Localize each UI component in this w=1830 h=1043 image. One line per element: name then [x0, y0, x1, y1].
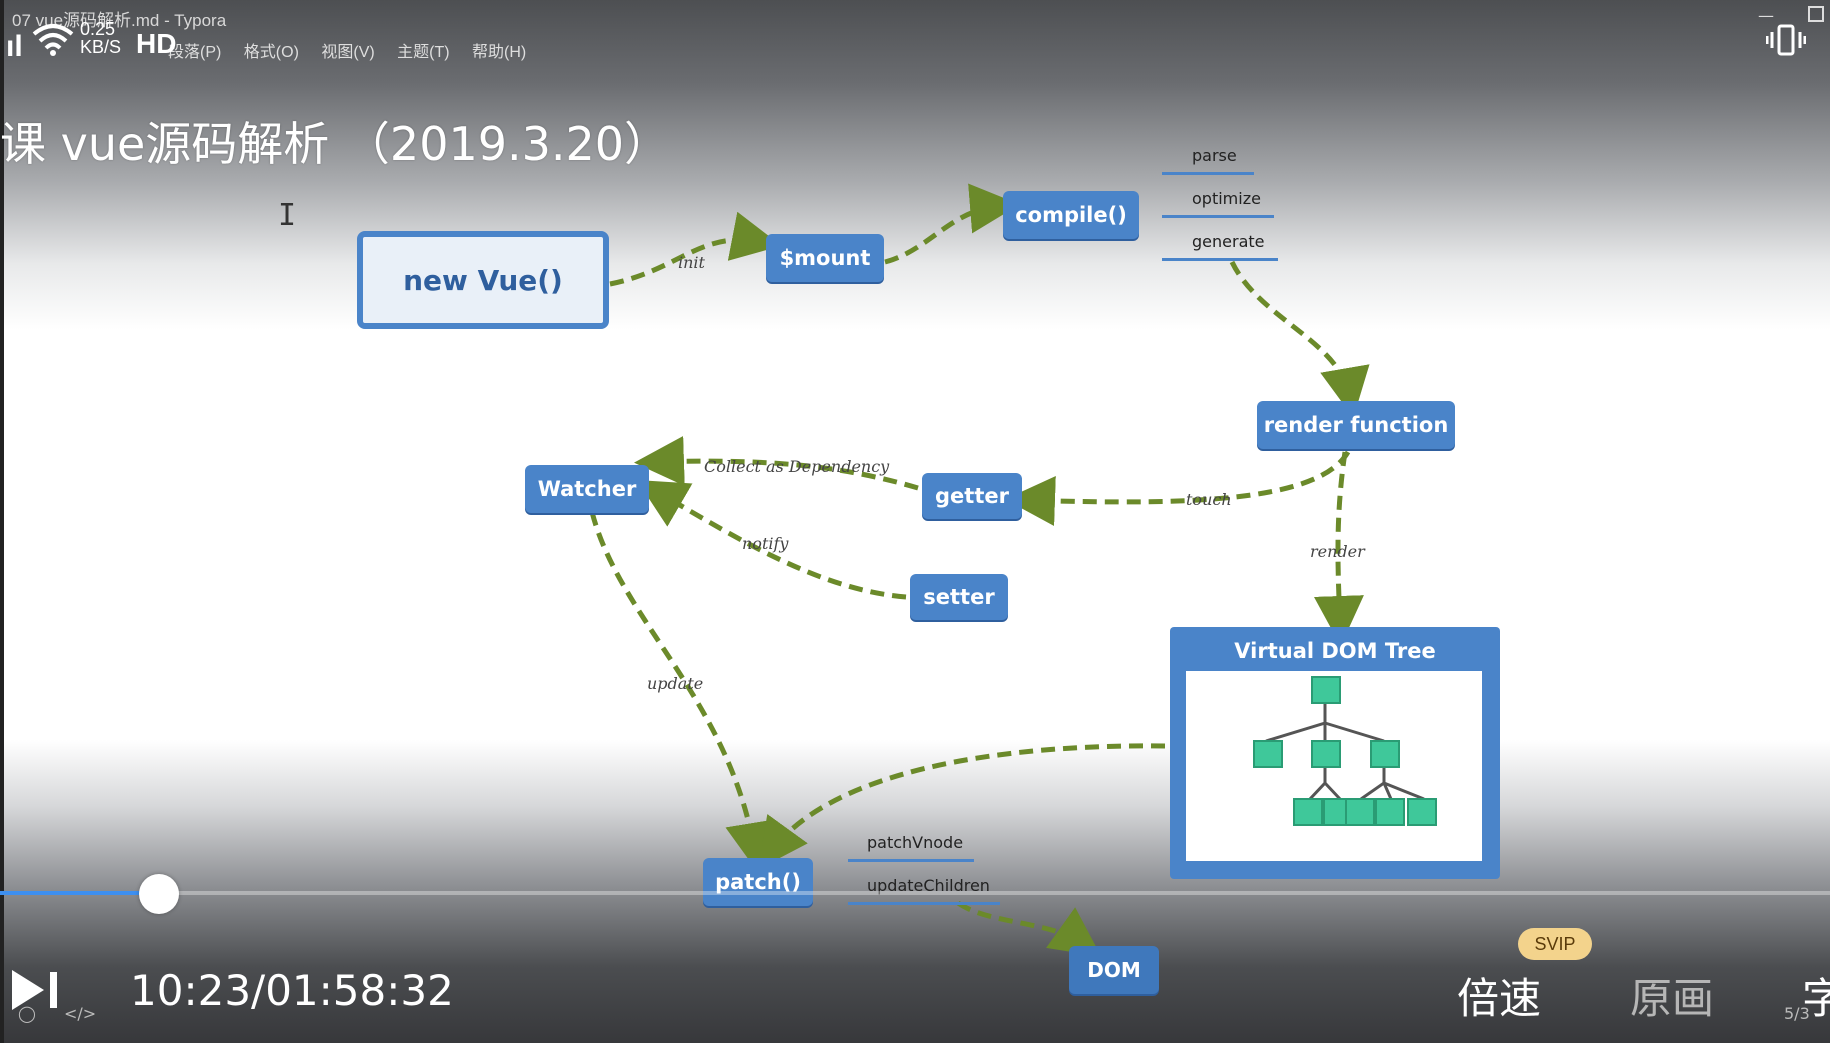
arrow-update [589, 511, 775, 873]
video-top-shade [0, 0, 1830, 330]
patch-step-patchvnode: patchVnode [867, 833, 964, 852]
watcher-node: Watcher [525, 465, 649, 513]
playback-speed-button[interactable]: 倍速 [1457, 974, 1542, 1023]
edge-label-touch: touch [1186, 490, 1232, 509]
page-indicator: 5/3 [1784, 1004, 1810, 1023]
code-icon[interactable]: </> [64, 1004, 97, 1023]
hd-badge: HD [136, 28, 177, 59]
wifi-icon [32, 22, 74, 65]
window-title: 07 vue源码解析.md - Typora [12, 11, 227, 30]
menu-item-format[interactable]: 格式(O) [243, 44, 299, 61]
setter-node: setter [910, 574, 1008, 620]
compile-step-line [1162, 172, 1254, 175]
arrow-render [1313, 451, 1364, 646]
getter-node: getter [922, 473, 1022, 519]
new-vue-node: new Vue() [357, 231, 609, 329]
menu-item-theme[interactable]: 主题(T) [397, 44, 450, 61]
svip-badge: SVIP [1518, 928, 1592, 960]
danmaku-toggle-icon[interactable]: ◯ [18, 1004, 36, 1023]
arrow-init [609, 211, 782, 287]
compile-step-line [1162, 258, 1278, 261]
patch-step-line [848, 902, 1000, 905]
virtual-dom-node: Virtual DOM Tree [1170, 627, 1500, 879]
menu-item-view[interactable]: 视图(V) [321, 44, 375, 61]
document-heading: 课 vue源码解析 （2019.3.20） [0, 117, 671, 171]
progress-handle[interactable] [139, 874, 179, 914]
compile-step-generate: generate [1192, 232, 1265, 251]
play-next-icon [12, 970, 57, 1010]
edge-label-init: init [678, 253, 705, 272]
patch-step-updatechildren: updateChildren [867, 876, 990, 895]
video-quality-button[interactable]: 原画 [1630, 974, 1715, 1023]
arrow-patch-dom [956, 900, 1102, 957]
edge-label-notify: notify [742, 534, 789, 553]
signal-icon: ıl [6, 30, 23, 63]
arrow-generate-render [1229, 260, 1370, 418]
network-speed: 0.25 KB/S [80, 20, 121, 56]
progress-track[interactable] [0, 891, 1830, 895]
compile-step-optimize: optimize [1192, 189, 1261, 208]
render-function-node: render function [1257, 401, 1455, 449]
screen-edge [0, 0, 4, 1043]
playback-time: 10:23/01:58:32 [130, 966, 454, 1015]
virtual-dom-tree-icon [1186, 671, 1482, 861]
play-pause-button[interactable] [10, 968, 60, 1012]
dom-node: DOM [1069, 946, 1159, 994]
arrow-vdom-patch [758, 743, 1166, 870]
arrow-collect [634, 436, 919, 491]
edge-label-update: update [647, 674, 704, 693]
arrow-touch [1005, 450, 1351, 527]
subtitle-button[interactable]: 字 [1802, 974, 1830, 1023]
network-speed-unit: KB/S [80, 37, 122, 57]
patch-node: patch() [703, 858, 813, 906]
compile-step-line [1162, 215, 1274, 218]
menu-item-paragraph[interactable]: 段落(P) [168, 44, 222, 61]
menu-bar: 段落(P) 格式(O) 视图(V) 主题(T) 帮助(H) [168, 38, 544, 62]
menu-item-help[interactable]: 帮助(H) [472, 44, 527, 61]
edge-label-render: render [1310, 542, 1365, 561]
mount-node: $mount [766, 234, 884, 282]
arrow-mount-compile [884, 183, 1020, 265]
progress-fill [0, 891, 159, 895]
text-cursor-icon: I [278, 198, 297, 233]
vibrate-icon[interactable] [1765, 20, 1807, 60]
video-bottom-shade [0, 740, 1830, 1043]
maximize-icon[interactable] [1808, 6, 1824, 22]
network-speed-value: 0.25 [80, 19, 116, 39]
patch-step-line [848, 859, 974, 862]
edge-label-collect: Collect as Dependency [704, 457, 890, 476]
compile-step-parse: parse [1192, 146, 1237, 165]
minimize-icon[interactable]: — [1758, 6, 1774, 25]
virtual-dom-title: Virtual DOM Tree [1234, 639, 1436, 663]
arrow-notify [636, 479, 907, 600]
compile-node: compile() [1003, 191, 1139, 239]
